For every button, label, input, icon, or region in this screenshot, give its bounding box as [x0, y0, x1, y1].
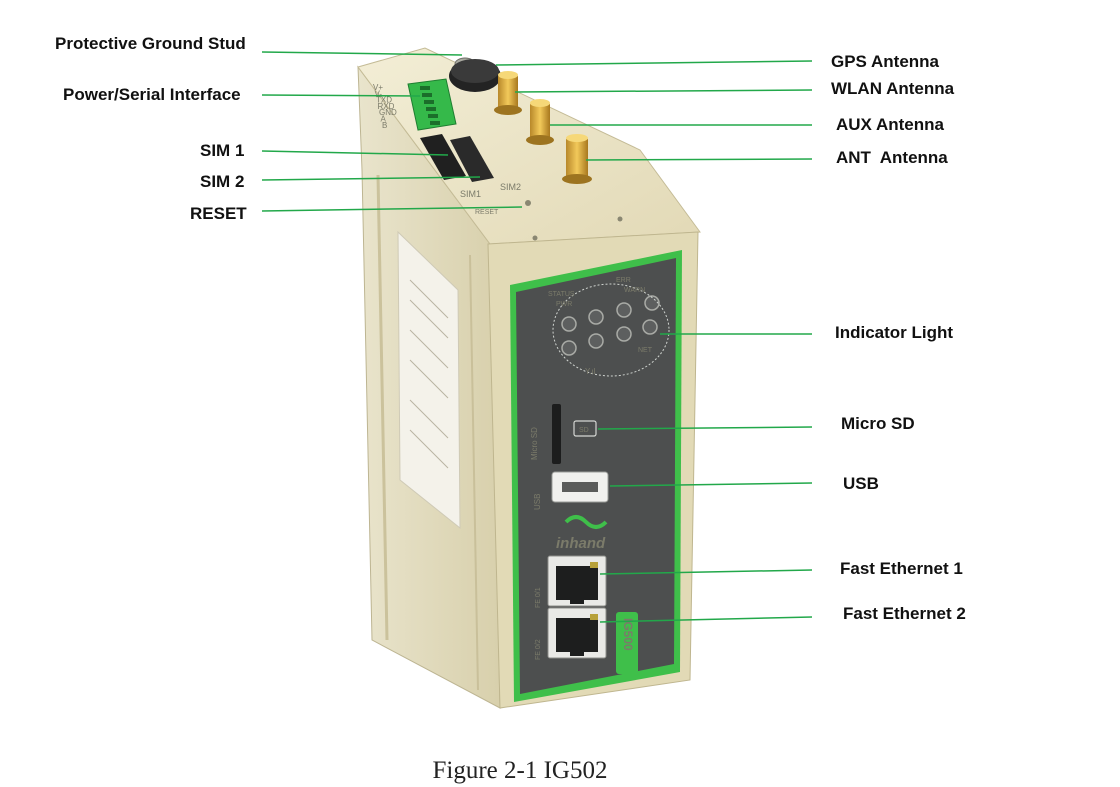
leader-line-micro-sd	[597, 426, 813, 430]
fast-ethernet-port-2	[547, 607, 607, 659]
signal-print: Y.ıl	[585, 367, 596, 376]
sd-card-icon	[573, 420, 597, 437]
label-sim1: SIM 1	[200, 141, 245, 160]
reset-print: RESET	[475, 209, 499, 216]
leader-line-power-serial	[261, 94, 421, 97]
net-print: NET	[638, 347, 653, 354]
led	[561, 316, 577, 332]
housing-ridge	[469, 254, 479, 691]
housing-ridge	[376, 174, 389, 641]
terminal-block	[407, 78, 457, 131]
model-print: IG500	[621, 618, 635, 651]
fast-ethernet-port-1	[547, 555, 607, 607]
led	[642, 319, 658, 335]
label-sim2: SIM 2	[200, 172, 245, 191]
err-print: ERR	[616, 277, 631, 284]
terminal-pin-label: A	[381, 115, 387, 124]
status-print: STATUS	[548, 291, 575, 298]
reset-button	[525, 200, 531, 206]
label-protective-ground-stud: Protective Ground Stud	[55, 34, 246, 53]
ant-antenna-connector	[562, 134, 592, 184]
indicator-highlight-ring	[552, 283, 670, 377]
label-fast-ethernet-1: Fast Ethernet 1	[840, 559, 963, 578]
label-gps-antenna: GPS Antenna	[831, 52, 939, 71]
warn-print: WARN	[624, 287, 645, 294]
label-usb: USB	[843, 474, 879, 493]
label-reset: RESET	[190, 204, 247, 223]
aux-antenna-connector	[526, 99, 554, 145]
wlan-antenna-connector	[494, 71, 522, 115]
brand-logo-mark	[564, 515, 608, 529]
label-indicator-light: Indicator Light	[835, 323, 954, 342]
label-micro-sd: Micro SD	[841, 414, 915, 433]
terminal-pin-label: TXD	[376, 96, 392, 105]
terminal-block-screws	[420, 86, 440, 125]
label-ant-antenna: ANT Antenna	[836, 148, 948, 167]
led	[644, 295, 660, 311]
led	[616, 302, 632, 318]
leader-line-ant	[585, 158, 813, 161]
fe2-print: FE 0/2	[535, 639, 542, 660]
label-wlan-antenna: WLAN Antenna	[831, 79, 955, 98]
figure-caption: Figure 2-1 IG502	[432, 757, 608, 784]
leader-line-sim2	[261, 176, 481, 181]
usb-print: USB	[533, 494, 542, 510]
pwr-print: PWR	[556, 301, 572, 308]
terminal-pin-label: RXD	[378, 102, 395, 111]
sd-icon-print: SD	[579, 427, 589, 434]
terminal-pin-label: V-	[375, 89, 383, 98]
led	[588, 333, 604, 349]
led	[561, 340, 577, 356]
fe1-print: FE 0/1	[535, 587, 542, 608]
label-power-serial-interface: Power/Serial Interface	[63, 85, 241, 104]
leader-line-reset	[261, 206, 523, 212]
sim1-print: SIM1	[460, 189, 481, 199]
micro-sd-print: Micro SD	[530, 427, 539, 460]
led	[616, 326, 632, 342]
leader-line-sim1	[261, 150, 449, 156]
brand-print: inhand	[556, 535, 606, 552]
sim1-slot	[420, 134, 466, 180]
label-fast-ethernet-2: Fast Ethernet 2	[843, 604, 966, 623]
label-aux-antenna: AUX Antenna	[836, 115, 944, 134]
leader-line-fe2	[599, 616, 813, 623]
micro-sd-slot	[552, 404, 561, 464]
leader-line-gps	[495, 60, 813, 66]
terminal-pin-label: V+	[373, 83, 383, 92]
sim2-print: SIM2	[500, 182, 521, 192]
indicator-lights	[561, 295, 660, 356]
sim2-slot	[450, 136, 494, 182]
leader-line-usb	[609, 482, 813, 487]
led	[588, 309, 604, 325]
model-badge	[616, 612, 638, 674]
side-label-text	[409, 279, 449, 469]
terminal-pin-label: B	[382, 121, 387, 130]
side-label-sticker	[397, 230, 461, 530]
leader-line-ground-stud	[261, 51, 463, 56]
leader-line-wlan	[514, 89, 813, 93]
terminal-pin-label: GND	[379, 108, 397, 117]
leader-line-fe1	[599, 569, 813, 575]
